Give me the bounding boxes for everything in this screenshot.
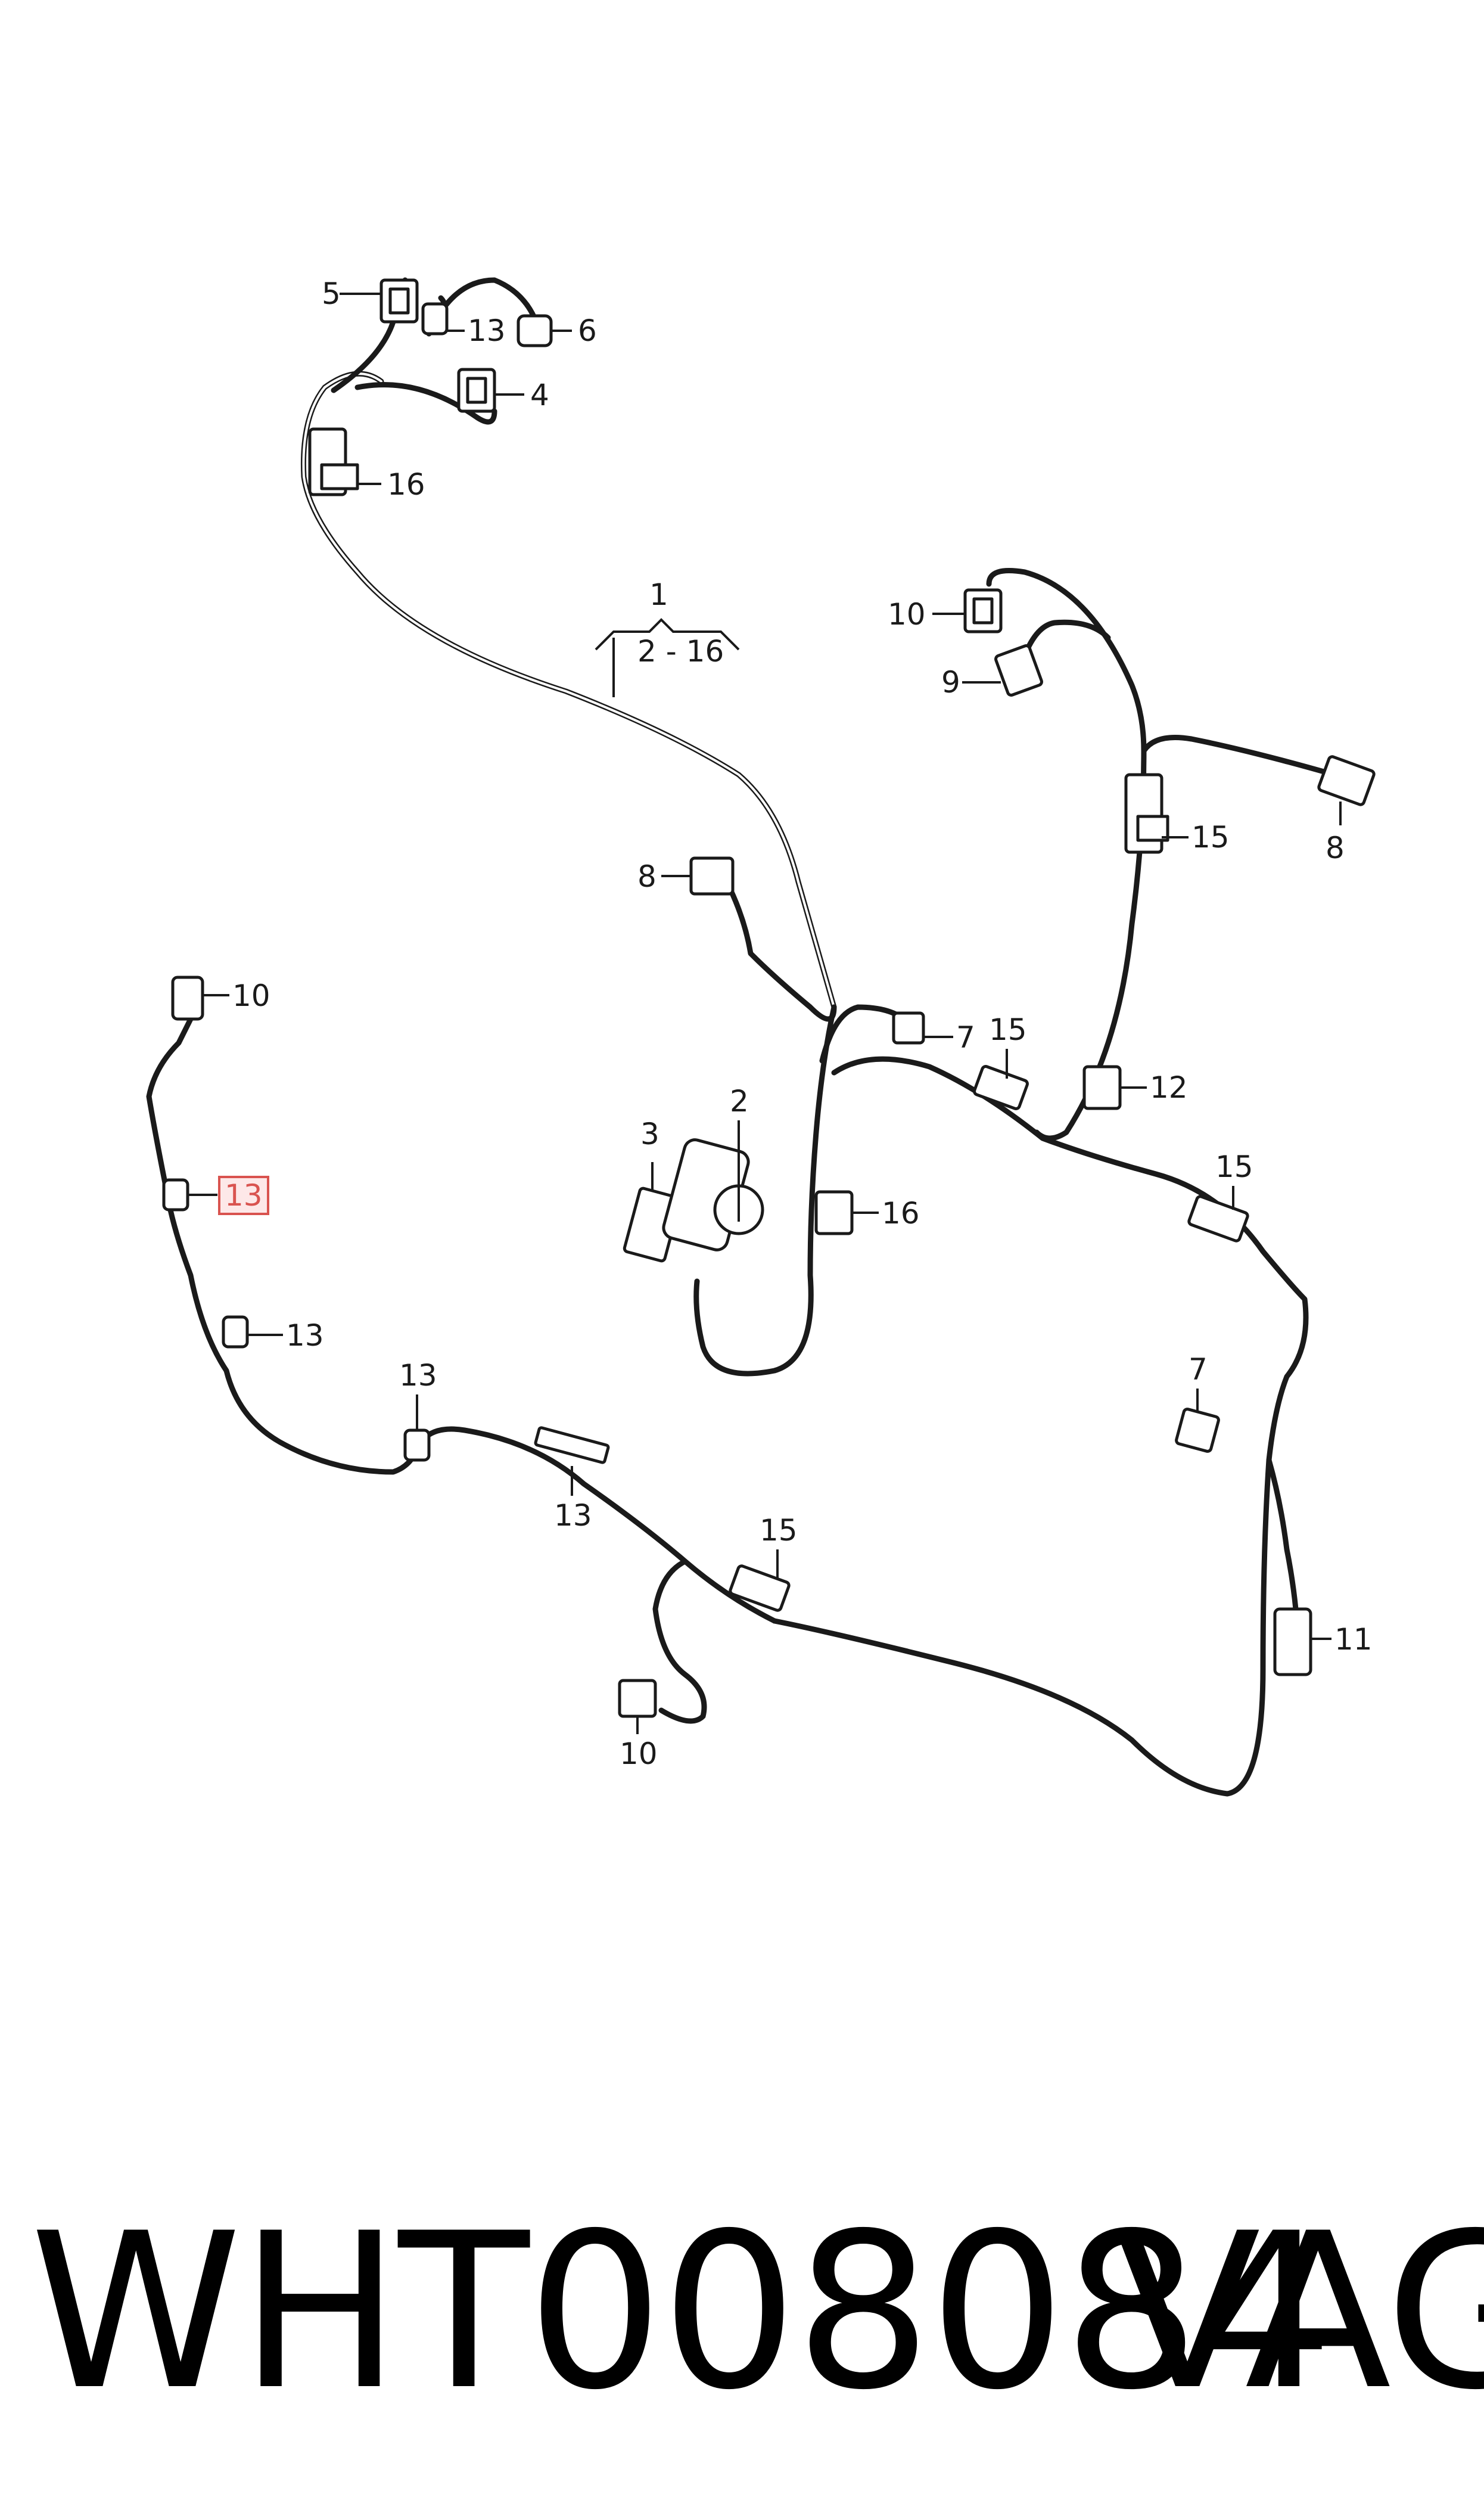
label-13-left: 13 (286, 1318, 324, 1353)
connector-8-center (689, 856, 735, 896)
clip-15-far-right (1187, 1195, 1249, 1243)
highlight-box-13 (218, 1176, 269, 1215)
clip-12 (1082, 1065, 1122, 1110)
label-15-bottom: 15 (760, 1513, 798, 1548)
label-13-top: 13 (468, 313, 506, 348)
clip-13-top (421, 302, 449, 336)
clip-16-center (814, 1190, 854, 1235)
label-2: 2 (730, 1084, 749, 1119)
connector-6 (517, 314, 553, 347)
label-15-center: 15 (989, 1012, 1027, 1047)
clip-13-bottom (403, 1428, 431, 1462)
connector-7-center (892, 1011, 925, 1045)
label-10-left: 10 (232, 979, 270, 1013)
clip-15-right (1124, 773, 1169, 854)
brand-name: VAG (1114, 2187, 1484, 2437)
connector-5 (379, 278, 419, 324)
clip-15-bottom (729, 1564, 791, 1612)
label-13-bottom: 13 (399, 1358, 437, 1393)
label-1: 1 (649, 577, 668, 612)
clip-13-left (222, 1315, 249, 1349)
wiring-harness-diagram: 1 2 - 16 5 13 6 4 16 10 9 8 15 8 7 15 12… (146, 277, 1376, 1797)
label-10-right: 10 (888, 597, 926, 632)
label-6: 6 (578, 313, 597, 348)
label-9: 9 (941, 665, 960, 700)
label-3: 3 (640, 1117, 659, 1151)
label-15-right: 15 (1191, 820, 1230, 855)
connector-9 (994, 644, 1043, 697)
label-8-center: 8 (637, 859, 657, 894)
label-13-bar: 13 (554, 1498, 592, 1533)
label-7-center: 7 (956, 1020, 975, 1055)
sensor-2 (662, 1138, 764, 1251)
connector-10-bottom (618, 1679, 657, 1718)
connector-10-right (963, 588, 1003, 633)
connector-4 (457, 368, 496, 413)
label-1-range: 2 - 16 (637, 634, 724, 669)
label-13-highlighted: 13 (225, 1178, 263, 1213)
clip-16-top (308, 427, 359, 496)
connector-7-right (1175, 1408, 1220, 1453)
clip-15-center (973, 1065, 1029, 1110)
label-4: 4 (530, 378, 549, 412)
leader-lines (188, 293, 1342, 1734)
part-number: WHT008084 (30, 2187, 1334, 2437)
label-16-top: 16 (387, 467, 425, 502)
label-12: 12 (1150, 1070, 1188, 1105)
label-10-bottom: 10 (620, 1737, 658, 1771)
label-15-far-right: 15 (1215, 1150, 1253, 1184)
clip-13-bar (534, 1426, 610, 1464)
connector-11 (1273, 1607, 1312, 1676)
connector-8-right (1317, 755, 1376, 806)
label-11: 11 (1334, 1622, 1373, 1657)
assembly-brace (595, 618, 740, 697)
label-8-right: 8 (1326, 831, 1345, 865)
label-16-center: 16 (882, 1196, 920, 1231)
part-labels: 1 2 - 16 5 13 6 4 16 10 9 8 15 8 7 15 12… (218, 277, 1373, 1771)
clip-13-left-highlighted (162, 1178, 189, 1212)
connector-10-left (171, 976, 204, 1021)
label-7-right: 7 (1189, 1352, 1208, 1387)
label-5: 5 (322, 277, 341, 311)
